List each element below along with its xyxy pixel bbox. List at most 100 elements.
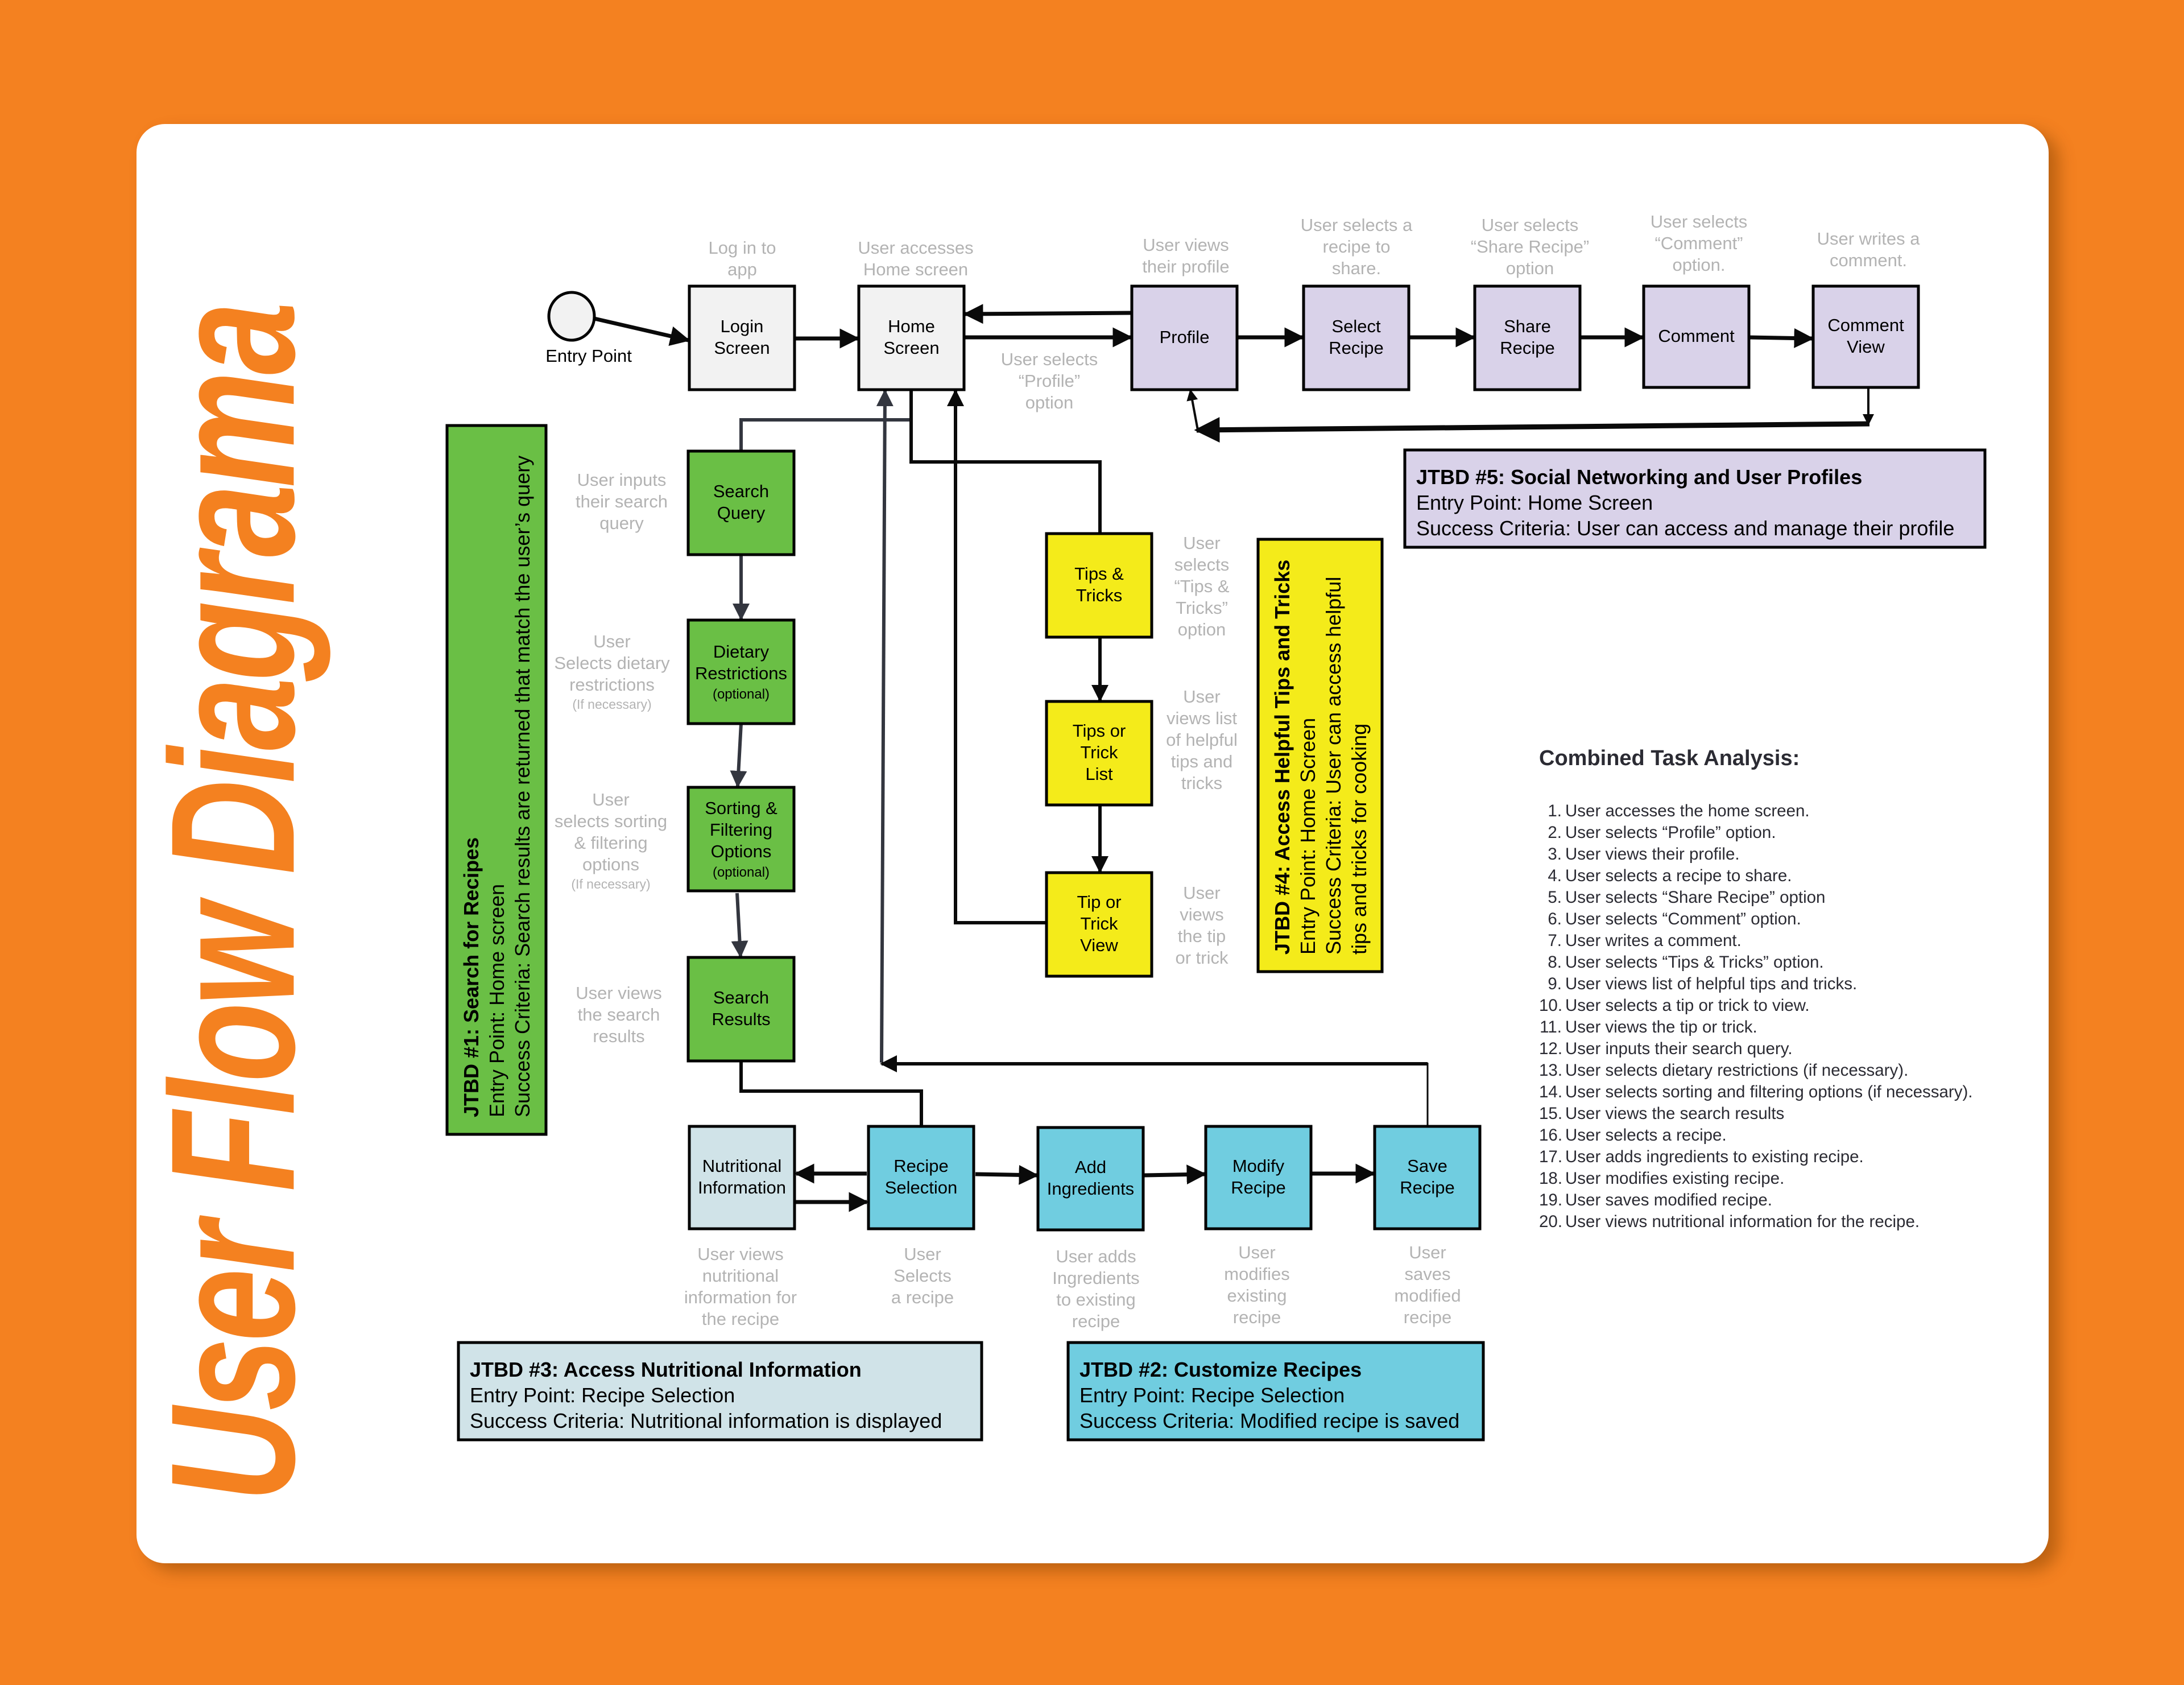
- task-number: 7.: [1548, 931, 1562, 950]
- node-comment[interactable]: Comment: [1642, 284, 1751, 389]
- edge-recipe-to-home: [876, 389, 894, 1063]
- node-box: [1302, 284, 1410, 391]
- edge-entry-to-login: [594, 316, 690, 346]
- note-line: views: [1180, 905, 1224, 924]
- node-label: Results: [712, 1009, 770, 1029]
- node-label: Sorting &: [705, 798, 777, 818]
- edges-layer: [594, 304, 1874, 1212]
- task-number: 3.: [1548, 845, 1562, 864]
- note-line: options: [582, 854, 639, 874]
- note-sub: (If necessary): [572, 697, 651, 712]
- node-label: Screen: [883, 338, 939, 358]
- task-item: 16.User selects a recipe.: [1539, 1125, 2051, 1146]
- node-label: View: [1080, 935, 1118, 955]
- note-line: User: [1183, 533, 1220, 553]
- node-profile[interactable]: Profile: [1130, 284, 1239, 391]
- note-line: User adds: [1056, 1246, 1136, 1266]
- node-box: [1373, 1125, 1482, 1230]
- node-label: Tips or: [1073, 721, 1126, 741]
- jtbd-title: JTBD #4: Access Helpful Tips and Tricks: [1271, 560, 1294, 955]
- note-line: views list: [1167, 708, 1237, 728]
- node-label: Profile: [1160, 327, 1210, 347]
- note-line: query: [599, 513, 644, 533]
- task-item: 6.User selects “Comment” option.: [1539, 908, 2051, 930]
- note-line: option: [1506, 258, 1554, 278]
- task-text: User selects sorting and filtering optio…: [1565, 1083, 1973, 1101]
- note-line: User: [904, 1244, 941, 1264]
- node-box: [688, 284, 796, 391]
- jtbd-success: Success Criteria: User can access and ma…: [1416, 517, 1954, 540]
- task-analysis-title: Combined Task Analysis:: [1539, 746, 1800, 770]
- node-label: Tip or: [1077, 892, 1121, 912]
- task-text: User selects “Profile” option.: [1565, 823, 1776, 842]
- task-analysis-panel: Combined Task Analysis: 1.User accesses …: [1539, 746, 2051, 1233]
- note-comment: User selects“Comment”option.: [1651, 212, 1748, 275]
- note-line: User: [1238, 1242, 1275, 1262]
- node-label: Trick: [1081, 914, 1118, 934]
- note-line: Ingredients: [1052, 1268, 1139, 1288]
- task-item: 3.User views their profile.: [1539, 844, 2051, 865]
- note-line: option: [1025, 393, 1073, 412]
- note-line: the tip: [1178, 926, 1226, 946]
- note-line: User views: [697, 1244, 784, 1264]
- node-box: [857, 284, 966, 391]
- note-line: Selects dietary: [554, 653, 670, 673]
- note-line: existing: [1227, 1286, 1287, 1306]
- note-line: their profile: [1142, 257, 1229, 276]
- note-line: recipe: [1233, 1307, 1281, 1327]
- entry-point-circle: [547, 291, 596, 342]
- task-text: User saves modified recipe.: [1565, 1191, 1772, 1209]
- node-label: Nutritional: [702, 1156, 782, 1176]
- task-number: 10.: [1539, 996, 1563, 1015]
- task-item: 17.User adds ingredients to existing rec…: [1539, 1146, 2051, 1168]
- task-text: User views the search results: [1565, 1104, 1785, 1123]
- task-item: 19.User saves modified recipe.: [1539, 1190, 2051, 1211]
- edge-sorting-to-results: [731, 893, 748, 958]
- task-text: User views the tip or trick.: [1565, 1018, 1757, 1036]
- jtbd-title: JTBD #2: Customize Recipes: [1079, 1358, 1362, 1381]
- task-text: User views their profile.: [1565, 845, 1740, 864]
- jtbd-success-cont: tips and tricks for cooking: [1347, 724, 1371, 955]
- jtbd-box: [1066, 1341, 1485, 1442]
- node-box: [688, 1125, 796, 1230]
- edge-home-to-tips: [909, 390, 1102, 532]
- note-line: selects sorting: [555, 811, 667, 831]
- note-line: or trick: [1176, 948, 1229, 968]
- node-label: Comment: [1658, 326, 1735, 346]
- jtbd-title: JTBD #5: Social Networking and User Prof…: [1416, 465, 1862, 489]
- note-line: Log in to: [709, 238, 776, 258]
- task-number: 11.: [1540, 1018, 1562, 1036]
- note-line: modified: [1394, 1286, 1461, 1306]
- task-number: 9.: [1548, 974, 1562, 993]
- note-line: & filtering: [574, 833, 647, 853]
- jtbd-entry: Entry Point: Home Screen: [1416, 491, 1653, 514]
- node-tips-tricks[interactable]: Tips &Tricks: [1045, 532, 1153, 639]
- node-label: Recipe: [1500, 338, 1555, 358]
- note-line: results: [593, 1026, 644, 1046]
- note-line: User: [592, 790, 629, 810]
